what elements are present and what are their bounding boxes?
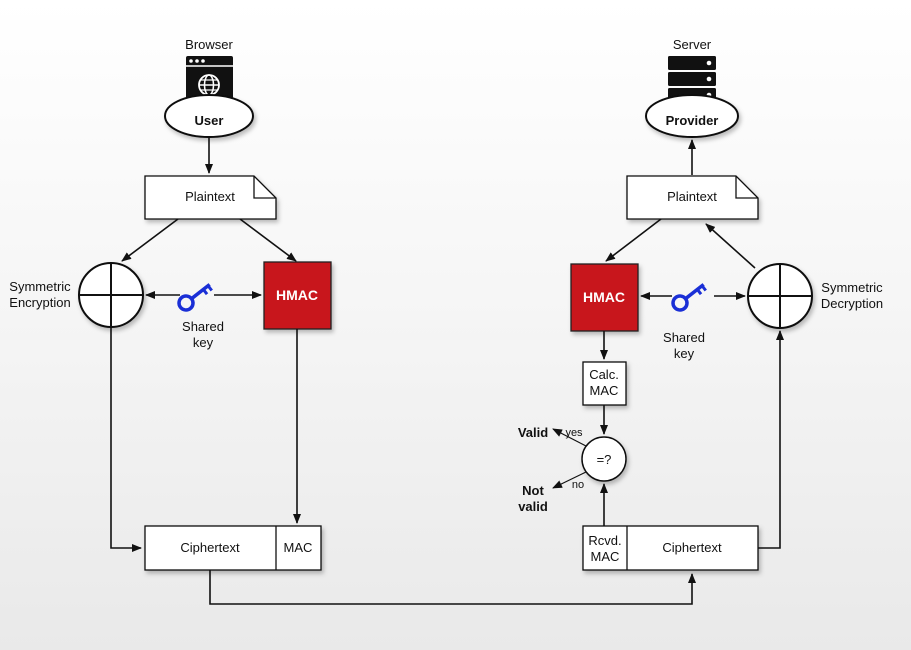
user-label: User (195, 113, 224, 128)
arrow-compare-to-not-valid (552, 471, 587, 489)
no-label: no (572, 479, 584, 491)
arrow-transmission (209, 570, 696, 605)
rcvd-mac-label-line2: MAC (591, 549, 620, 564)
encryption-label-line2: Encryption (9, 295, 70, 310)
not-valid-label-line1: Not (522, 483, 544, 498)
provider-label: Provider (666, 113, 719, 128)
shared-key-label-left-line1: Shared (182, 319, 224, 334)
arrow-plaintext-to-hmac-left (239, 218, 297, 262)
calc-mac-label-line1: Calc. (589, 367, 619, 382)
arrow-encryption-to-ciphertext (110, 327, 142, 552)
message-left (144, 525, 322, 571)
plaintext-label-left: Plaintext (185, 189, 235, 204)
shared-key-label-left-line2: key (193, 335, 214, 350)
arrow-ciphertext-to-decryption (758, 330, 784, 549)
shared-key-label-right-line1: Shared (663, 330, 705, 345)
hmac-label-left: HMAC (276, 287, 318, 303)
hmac-box-left (263, 261, 332, 330)
arrow-compare-to-valid (552, 428, 587, 447)
shared-key-label-right-line2: key (674, 346, 695, 361)
rcvd-mac-label-line1: Rcvd. (588, 533, 621, 548)
hmac-box-right (570, 263, 639, 332)
hmac-label-right: HMAC (583, 289, 625, 305)
calc-mac-box (582, 361, 627, 406)
valid-label: Valid (518, 425, 548, 440)
server-caption: Server (673, 37, 712, 52)
arrow-plaintext-to-hmac-right (605, 218, 662, 262)
ciphertext-label-left: Ciphertext (180, 540, 240, 555)
decryption-label-line2: Decryption (821, 296, 883, 311)
calc-mac-label-line2: MAC (590, 383, 619, 398)
arrow-decryption-to-plaintext (705, 223, 756, 269)
mac-label-left: MAC (284, 540, 313, 555)
not-valid-label-line2: valid (518, 499, 548, 514)
encryption-label-line1: Symmetric (9, 279, 71, 294)
provider-node (645, 94, 739, 138)
message-right (582, 525, 759, 571)
decryption-label-line1: Symmetric (821, 280, 883, 295)
yes-label: yes (565, 427, 583, 439)
plaintext-label-right: Plaintext (667, 189, 717, 204)
ciphertext-label-right: Ciphertext (662, 540, 722, 555)
key-icon (177, 283, 213, 312)
plaintext-doc-right (626, 175, 759, 220)
compare-label: =? (597, 452, 612, 467)
plaintext-doc-left (144, 175, 277, 220)
encryption-symbol (78, 262, 144, 328)
key-icon (671, 283, 707, 312)
arrow-plaintext-to-encryption (121, 218, 179, 262)
decryption-symbol (747, 263, 813, 329)
user-node (164, 94, 254, 138)
compare-node (581, 436, 627, 482)
browser-caption: Browser (185, 37, 233, 52)
